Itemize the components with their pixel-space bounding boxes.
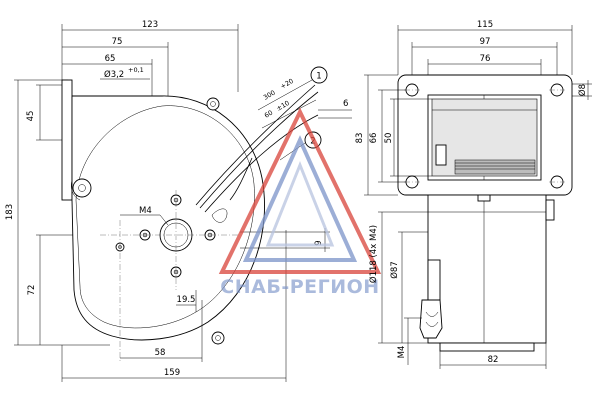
balloon-1 xyxy=(310,66,328,84)
dim-72: 72 xyxy=(27,285,37,296)
dim-19-5: 19.5 xyxy=(177,295,196,305)
dim-83: 83 xyxy=(355,133,365,144)
dim-118: Ø118 (4x M4) xyxy=(368,225,379,283)
dim-97: 97 xyxy=(480,37,491,47)
balloon-1-label: 1 xyxy=(316,72,321,82)
dim-183: 183 xyxy=(5,204,15,220)
dim-115: 115 xyxy=(477,20,493,30)
dim-m4-end: M4 xyxy=(397,346,407,359)
dim-58: 58 xyxy=(155,348,166,358)
outlet-grille xyxy=(454,159,536,175)
flange-plate xyxy=(61,79,73,201)
dim-123: 123 xyxy=(142,20,158,30)
watermark-triangle-blue xyxy=(242,135,358,262)
cable-1 xyxy=(195,84,316,206)
watermark-text: СНАБ-РЕГИОН xyxy=(220,276,379,298)
dim-76: 76 xyxy=(480,54,491,64)
dim-45-left: 45 xyxy=(26,111,36,122)
dim-50: 50 xyxy=(384,133,394,144)
mount-boss xyxy=(72,178,92,198)
cable-short: 60 xyxy=(263,109,274,120)
dim-hole-tol: +0,1 xyxy=(128,66,144,74)
end-view: 115 97 76 Ø8 xyxy=(355,20,592,369)
motor-body xyxy=(427,194,547,344)
motor-connector xyxy=(419,299,443,339)
volute-housing xyxy=(71,95,265,341)
mount-boss-top xyxy=(206,97,220,111)
dim-65: 65 xyxy=(105,54,116,64)
cable-long: 300 xyxy=(262,89,277,102)
side-view: 123 75 65 Ø3,2 +0,1 45 17 183 72 xyxy=(5,20,352,382)
watermark: СНАБ-РЕГИОН xyxy=(218,107,382,298)
dim-159: 159 xyxy=(164,368,180,378)
dim-87: Ø87 xyxy=(389,261,400,279)
dim-75: 75 xyxy=(112,37,123,47)
cable-long-tol: +20 xyxy=(279,77,295,91)
watermark-triangle-red xyxy=(218,107,382,274)
dim-9: 9 xyxy=(314,240,324,245)
cable-short-tol: ±10 xyxy=(275,99,291,113)
dim-66: 66 xyxy=(369,133,379,144)
dim-82: 82 xyxy=(488,355,499,365)
mount-boss-bottom xyxy=(211,331,225,345)
dim-6: 6 xyxy=(343,99,348,109)
dim-m4-side: M4 xyxy=(139,206,152,216)
motor-base xyxy=(439,342,535,352)
dim-8: Ø8 xyxy=(577,84,588,96)
dim-hole: Ø3,2 xyxy=(104,69,124,80)
